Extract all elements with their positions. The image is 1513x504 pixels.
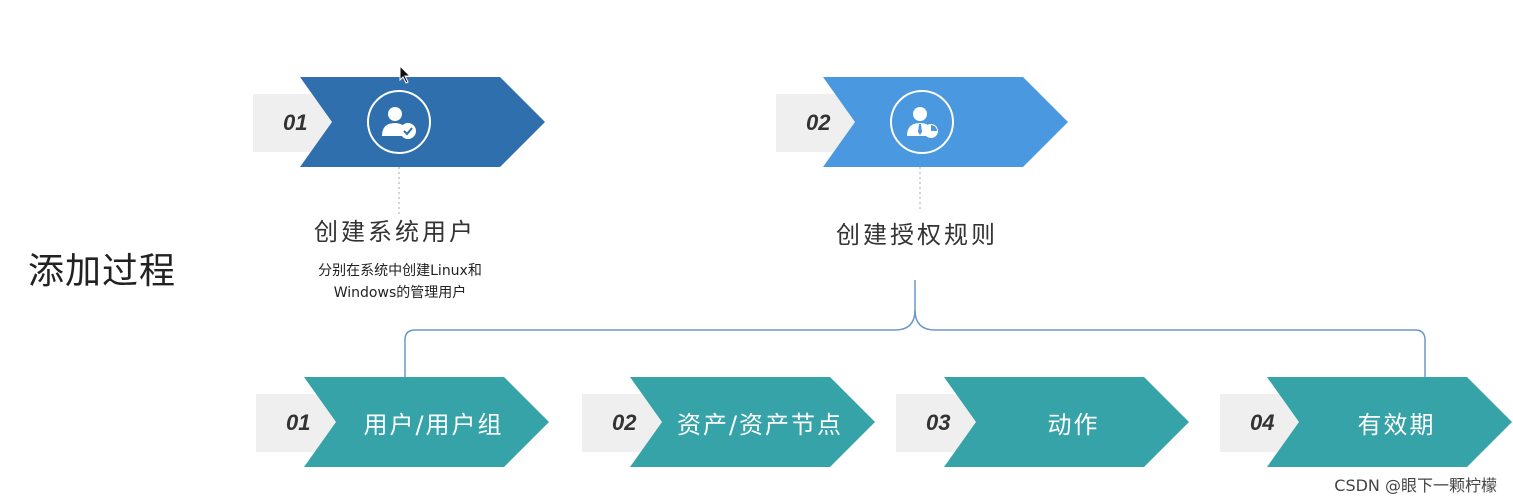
sub-step-label-action: 动作 (1047, 410, 1100, 439)
sub-step-chevron-1 (304, 377, 549, 467)
desc-line-1: 分别在系统中创建Linux和 (318, 263, 482, 279)
sub-step-label-asset-node: 资产/资产节点 (676, 410, 844, 439)
sub-step-chevron-3 (944, 377, 1189, 467)
page-title: 添加过程 (28, 251, 177, 292)
user-check-icon (367, 90, 431, 154)
connector-dotted-2 (919, 167, 921, 212)
step-label-create-rule: 创建授权规则 (836, 221, 998, 249)
watermark: CSDN @眼下一颗柠檬 (1334, 476, 1497, 495)
connector-dotted-1 (398, 167, 400, 217)
sub-step-label-validity: 有效期 (1357, 410, 1436, 439)
sub-step-chevron-4 (1267, 377, 1512, 467)
brace-connector (404, 280, 1426, 378)
user-chart-icon (890, 90, 954, 154)
desc-line-2: Windows的管理用户 (333, 285, 467, 301)
step-description: 分别在系统中创建Linux和 Windows的管理用户 (285, 260, 515, 304)
sub-step-chevron-2 (630, 377, 875, 467)
mouse-cursor-icon (399, 65, 412, 84)
step-label-create-user: 创建系统用户 (314, 218, 476, 246)
sub-step-label-user-group: 用户/用户组 (363, 410, 504, 439)
